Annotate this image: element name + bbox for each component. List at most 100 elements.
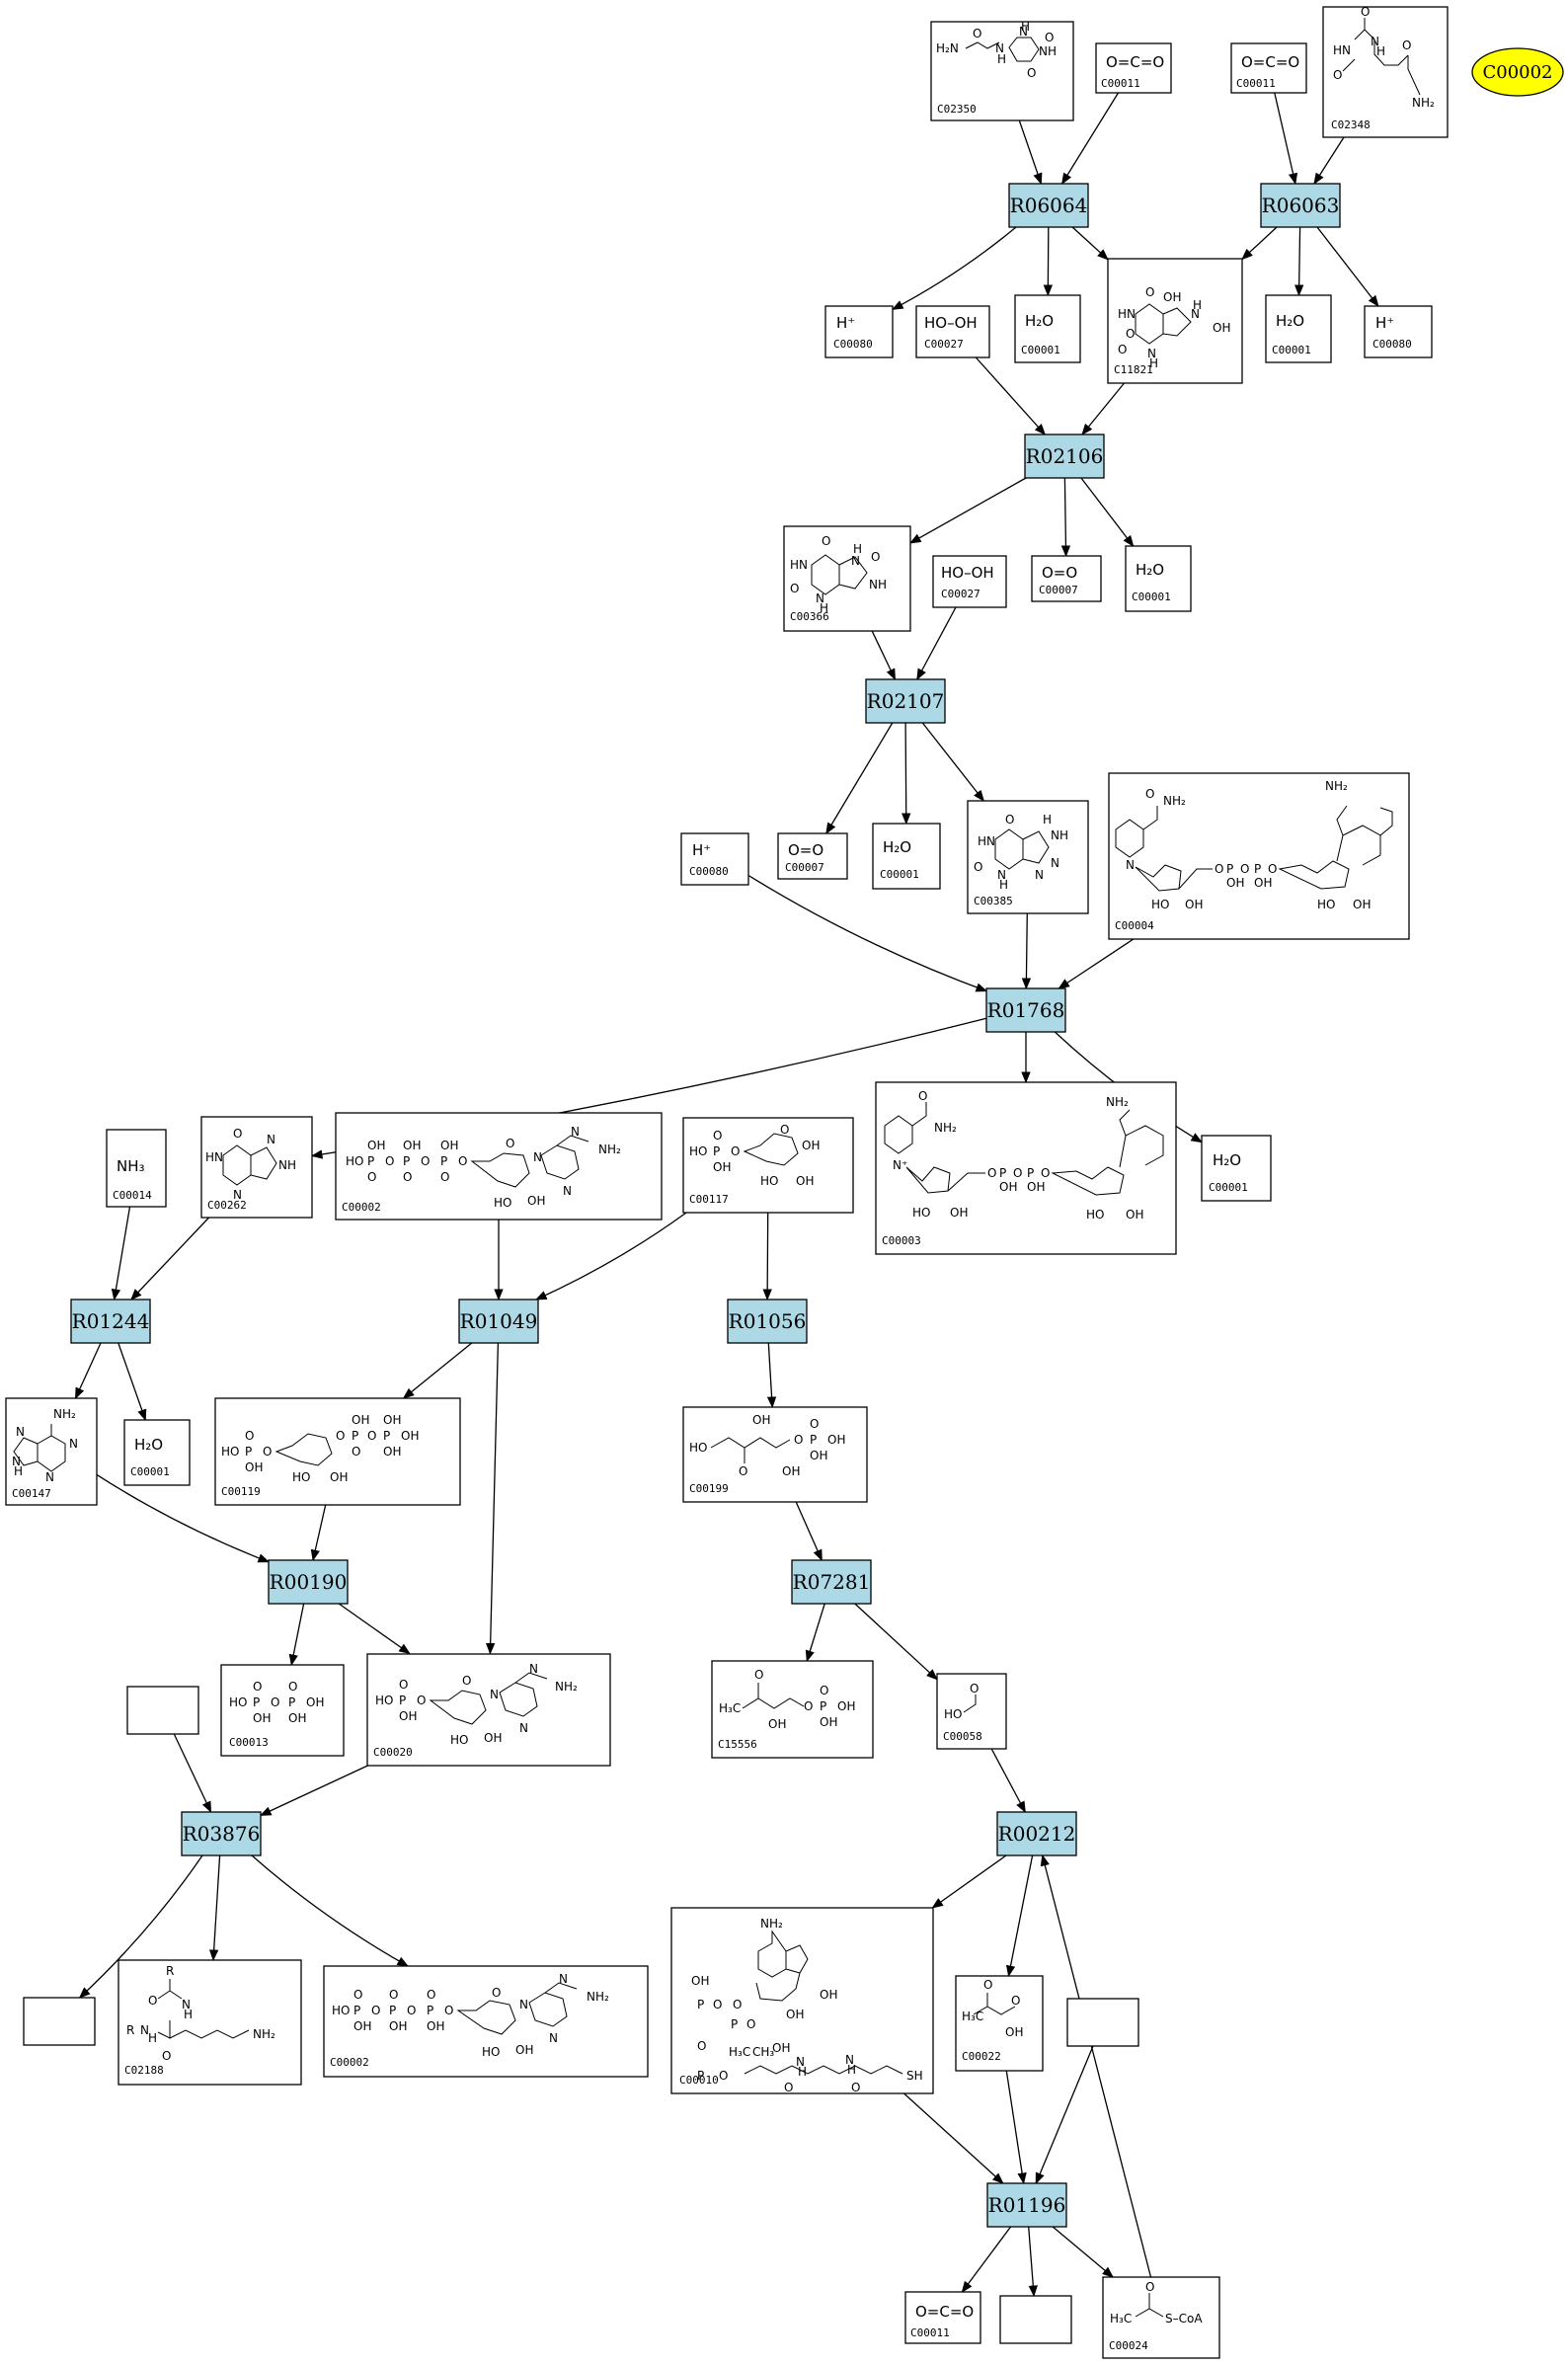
svg-text:O: O bbox=[754, 1668, 763, 1682]
reaction-r01768[interactable]: R01768 bbox=[985, 987, 1066, 1033]
nadh-structure: NH₂ O N HO OH O P OH O P OH O HO OH NH₂ bbox=[1115, 779, 1393, 911]
svg-text:NH₂: NH₂ bbox=[934, 1121, 957, 1135]
svg-text:N: N bbox=[563, 1184, 572, 1198]
compound-c00011-b[interactable]: O=C=O C00011 bbox=[1230, 42, 1307, 94]
compound-blank-1[interactable] bbox=[126, 1686, 199, 1735]
compound-c00001-c[interactable]: H₂O C00001 bbox=[1125, 545, 1192, 612]
compound-c00011-a[interactable]: O=C=O C00011 bbox=[1095, 42, 1172, 94]
svg-text:OH: OH bbox=[330, 1470, 348, 1484]
compound-c15556[interactable]: H₃C O OH O P O OH OH C15556 bbox=[711, 1660, 874, 1759]
compound-c00058[interactable]: O HO C00058 bbox=[936, 1673, 1007, 1750]
svg-text:C00001: C00001 bbox=[1209, 1181, 1248, 1194]
compound-c00080-c[interactable]: H⁺ C00080 bbox=[680, 832, 749, 886]
reaction-r01056[interactable]: R01056 bbox=[727, 1299, 808, 1344]
reaction-r03876[interactable]: R03876 bbox=[181, 1811, 262, 1856]
edge-c00011a-R06064 bbox=[1060, 92, 1120, 185]
svg-text:P: P bbox=[427, 2004, 433, 2017]
svg-text:O: O bbox=[245, 1429, 254, 1443]
svg-text:H₃C: H₃C bbox=[729, 2045, 750, 2059]
edge-R06064-c11821 bbox=[1071, 226, 1109, 261]
compound-blank-2[interactable] bbox=[23, 1997, 96, 2046]
compound-c00011-c[interactable]: O=C=O C00011 bbox=[904, 2291, 981, 2344]
reaction-r06064[interactable]: R06064 bbox=[1008, 183, 1089, 228]
svg-text:O: O bbox=[1041, 1166, 1050, 1180]
compound-c00020[interactable]: HO P O OH O HO OH O N N N NH₂ C00020 bbox=[366, 1653, 611, 1767]
compound-c02188[interactable]: R O N H R N H O NH₂ C02188 bbox=[118, 1959, 302, 2086]
compound-c00001-d[interactable]: H₂O C00001 bbox=[872, 823, 941, 890]
reaction-r01244[interactable]: R01244 bbox=[70, 1299, 151, 1344]
compound-c00366[interactable]: HN H N O O N H O NH C00366 bbox=[783, 525, 911, 632]
svg-text:O: O bbox=[492, 1986, 501, 2000]
reaction-box bbox=[985, 987, 1066, 1033]
svg-text:C00003: C00003 bbox=[882, 1234, 921, 1247]
edge-c00020-R03876 bbox=[259, 1764, 369, 1816]
compound-c00262[interactable]: HN O N N NH C00262 bbox=[200, 1116, 313, 1219]
compound-c00147[interactable]: NH₂ N N N H N C00147 bbox=[5, 1397, 98, 1506]
compound-c00080-a[interactable]: H⁺ C00080 bbox=[824, 305, 894, 358]
svg-text:C02188: C02188 bbox=[124, 2064, 164, 2077]
reaction-r02107[interactable]: R02107 bbox=[865, 678, 946, 724]
svg-text:H₂N: H₂N bbox=[936, 41, 959, 55]
compound-c11821[interactable]: HN N H O OH O N H OH O C11821 bbox=[1107, 258, 1243, 384]
compound-c00013[interactable]: HO P O OH O P O OH OH C00013 bbox=[220, 1664, 345, 1757]
compound-c00027-a[interactable]: HO–OH C00027 bbox=[915, 305, 990, 358]
reaction-r00212[interactable]: R00212 bbox=[996, 1811, 1077, 1856]
edge-R03876-c02188 bbox=[208, 1854, 221, 1962]
compound-c00024[interactable]: H₃C O S–CoA C00024 bbox=[1102, 2276, 1220, 2359]
svg-text:N: N bbox=[182, 1998, 191, 2011]
svg-text:O: O bbox=[1027, 66, 1036, 80]
edge-R00212-c00022 bbox=[1005, 1854, 1034, 1978]
svg-text:OH: OH bbox=[950, 1206, 968, 1220]
compound-c00119[interactable]: HO P O OH O HO OH O P OH O O P OH OH OH … bbox=[214, 1397, 461, 1506]
compound-c00007-a[interactable]: O=O C00007 bbox=[1031, 555, 1102, 602]
compound-c00002-b[interactable]: HO P O OH O P O OH O P O OH O HO OH O N bbox=[323, 1965, 649, 2078]
compound-c00002-a[interactable]: HO P OH O O P OH O O P OH O O HO OH O N bbox=[335, 1112, 663, 1221]
svg-text:O: O bbox=[458, 1154, 467, 1168]
compound-blank-4[interactable] bbox=[999, 2295, 1072, 2344]
reaction-r07281[interactable]: R07281 bbox=[791, 1559, 872, 1605]
compound-c00385[interactable]: HN O N H O N H N NH C00385 bbox=[967, 800, 1089, 914]
svg-text:O: O bbox=[353, 1988, 362, 2002]
compound-c02350[interactable]: H₂N O N H N H O O NH C02350 bbox=[930, 20, 1074, 121]
edge-R07281-c15556 bbox=[805, 1603, 825, 1663]
compound-blank-3[interactable] bbox=[1066, 1998, 1139, 2047]
highlight-oval-c00002[interactable]: C00002 bbox=[1471, 47, 1564, 97]
reaction-r00190[interactable]: R00190 bbox=[268, 1559, 349, 1605]
compound-c00003[interactable]: NH₂ O N⁺ HO OH O P OH O P OH O HO OH NH₂ bbox=[875, 1081, 1177, 1255]
compound-c00010[interactable]: NH₂ OH OH OH P O O P O O P O H₃C CH₃ OH … bbox=[670, 1907, 934, 2094]
svg-text:C00385: C00385 bbox=[974, 895, 1013, 907]
svg-text:H: H bbox=[1193, 298, 1202, 312]
compound-c00004[interactable]: NH₂ O N HO OH O P OH O P OH O HO OH NH₂ bbox=[1108, 772, 1410, 940]
reaction-r01049[interactable]: R01049 bbox=[458, 1299, 539, 1344]
compound-c00027-b[interactable]: HO–OH C00027 bbox=[932, 555, 1007, 608]
compound-c00001-a[interactable]: H₂O C00001 bbox=[1014, 294, 1081, 363]
svg-text:P: P bbox=[288, 1695, 295, 1709]
svg-text:P: P bbox=[352, 1429, 358, 1443]
edge-layer bbox=[74, 92, 1379, 2298]
prpp-structure: HO P O OH O HO OH O P OH O O P OH OH OH bbox=[221, 1413, 419, 1484]
compound-c00014[interactable]: NH₃ C00014 bbox=[106, 1129, 167, 1208]
reaction-r06063[interactable]: R06063 bbox=[1260, 183, 1341, 228]
svg-text:OH: OH bbox=[403, 1139, 421, 1152]
svg-text:OH: OH bbox=[306, 1695, 324, 1709]
compound-c00117[interactable]: HO P O OH O O OH HO OH C00117 bbox=[682, 1117, 854, 1214]
compound-c02348[interactable]: HN O N H O O NH₂ C02348 bbox=[1322, 5, 1449, 138]
compound-c00001-f[interactable]: H₂O C00001 bbox=[123, 1419, 191, 1486]
reaction-r01196[interactable]: R01196 bbox=[986, 2182, 1067, 2228]
compound-c00001-e[interactable]: H₂O C00001 bbox=[1201, 1135, 1272, 1202]
formate-structure: O HO bbox=[944, 1682, 979, 1721]
compound-c00001-b[interactable]: H₂O C00001 bbox=[1265, 294, 1332, 363]
compound-c00199[interactable]: HO O OH OH O P O OH OH C00199 bbox=[682, 1406, 868, 1503]
svg-text:N: N bbox=[796, 2055, 805, 2069]
compound-c00080-b[interactable]: H⁺ C00080 bbox=[1364, 305, 1433, 358]
edge-R01056-c00199 bbox=[766, 1342, 777, 1409]
edge-c00011b-R06063 bbox=[1274, 92, 1298, 186]
svg-text:O: O bbox=[794, 1433, 803, 1447]
compound-c00022[interactable]: O H₃C O OH C00022 bbox=[955, 1975, 1044, 2072]
svg-text:P: P bbox=[389, 2004, 396, 2017]
reaction-r02106[interactable]: R02106 bbox=[1024, 434, 1105, 479]
compound-c00007-b[interactable]: O=O C00007 bbox=[777, 832, 848, 880]
svg-text:OH: OH bbox=[527, 1194, 545, 1208]
svg-text:O: O bbox=[719, 2069, 728, 2083]
svg-text:OH: OH bbox=[427, 2019, 444, 2033]
